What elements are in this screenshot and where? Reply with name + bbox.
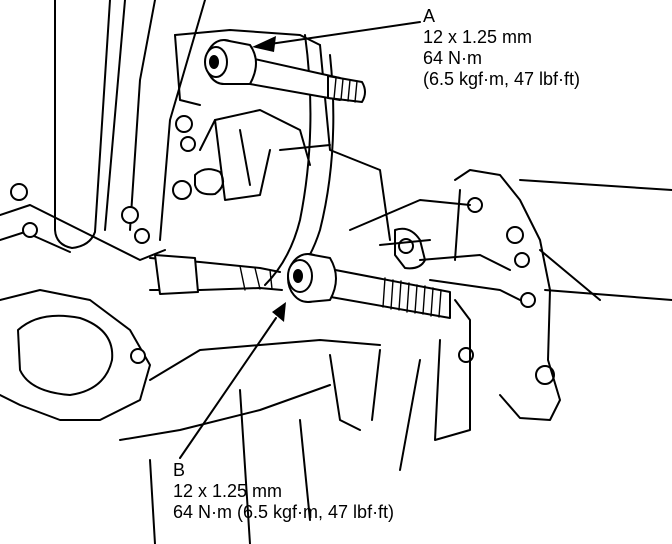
arrow-b [179, 302, 286, 459]
bolt-a [204, 39, 366, 103]
hose [149, 254, 283, 295]
callout-a-letter: A [423, 6, 436, 26]
bosses [10, 115, 555, 385]
right-mount-housing [349, 169, 672, 421]
engine-block [0, 204, 471, 544]
callout-b: B 12 x 1.25 mm 64 N·m (6.5 kgf·m, 47 lbf… [173, 460, 394, 523]
bolt-b [287, 253, 451, 319]
callout-a-size: 12 x 1.25 mm [423, 27, 533, 47]
arrow-a [252, 21, 421, 52]
callout-a-torque-alt: (6.5 kgf·m, 47 lbf·ft) [423, 69, 581, 89]
callout-b-letter: B [173, 460, 186, 480]
callout-b-size: 12 x 1.25 mm [173, 481, 283, 501]
callout-a-torque: 64 N·m [423, 48, 483, 68]
callout-a: A 12 x 1.25 mm 64 N·m (6.5 kgf·m, 47 lbf… [423, 6, 580, 90]
callout-b-torque: 64 N·m (6.5 kgf·m, 47 lbf·ft) [173, 502, 395, 522]
